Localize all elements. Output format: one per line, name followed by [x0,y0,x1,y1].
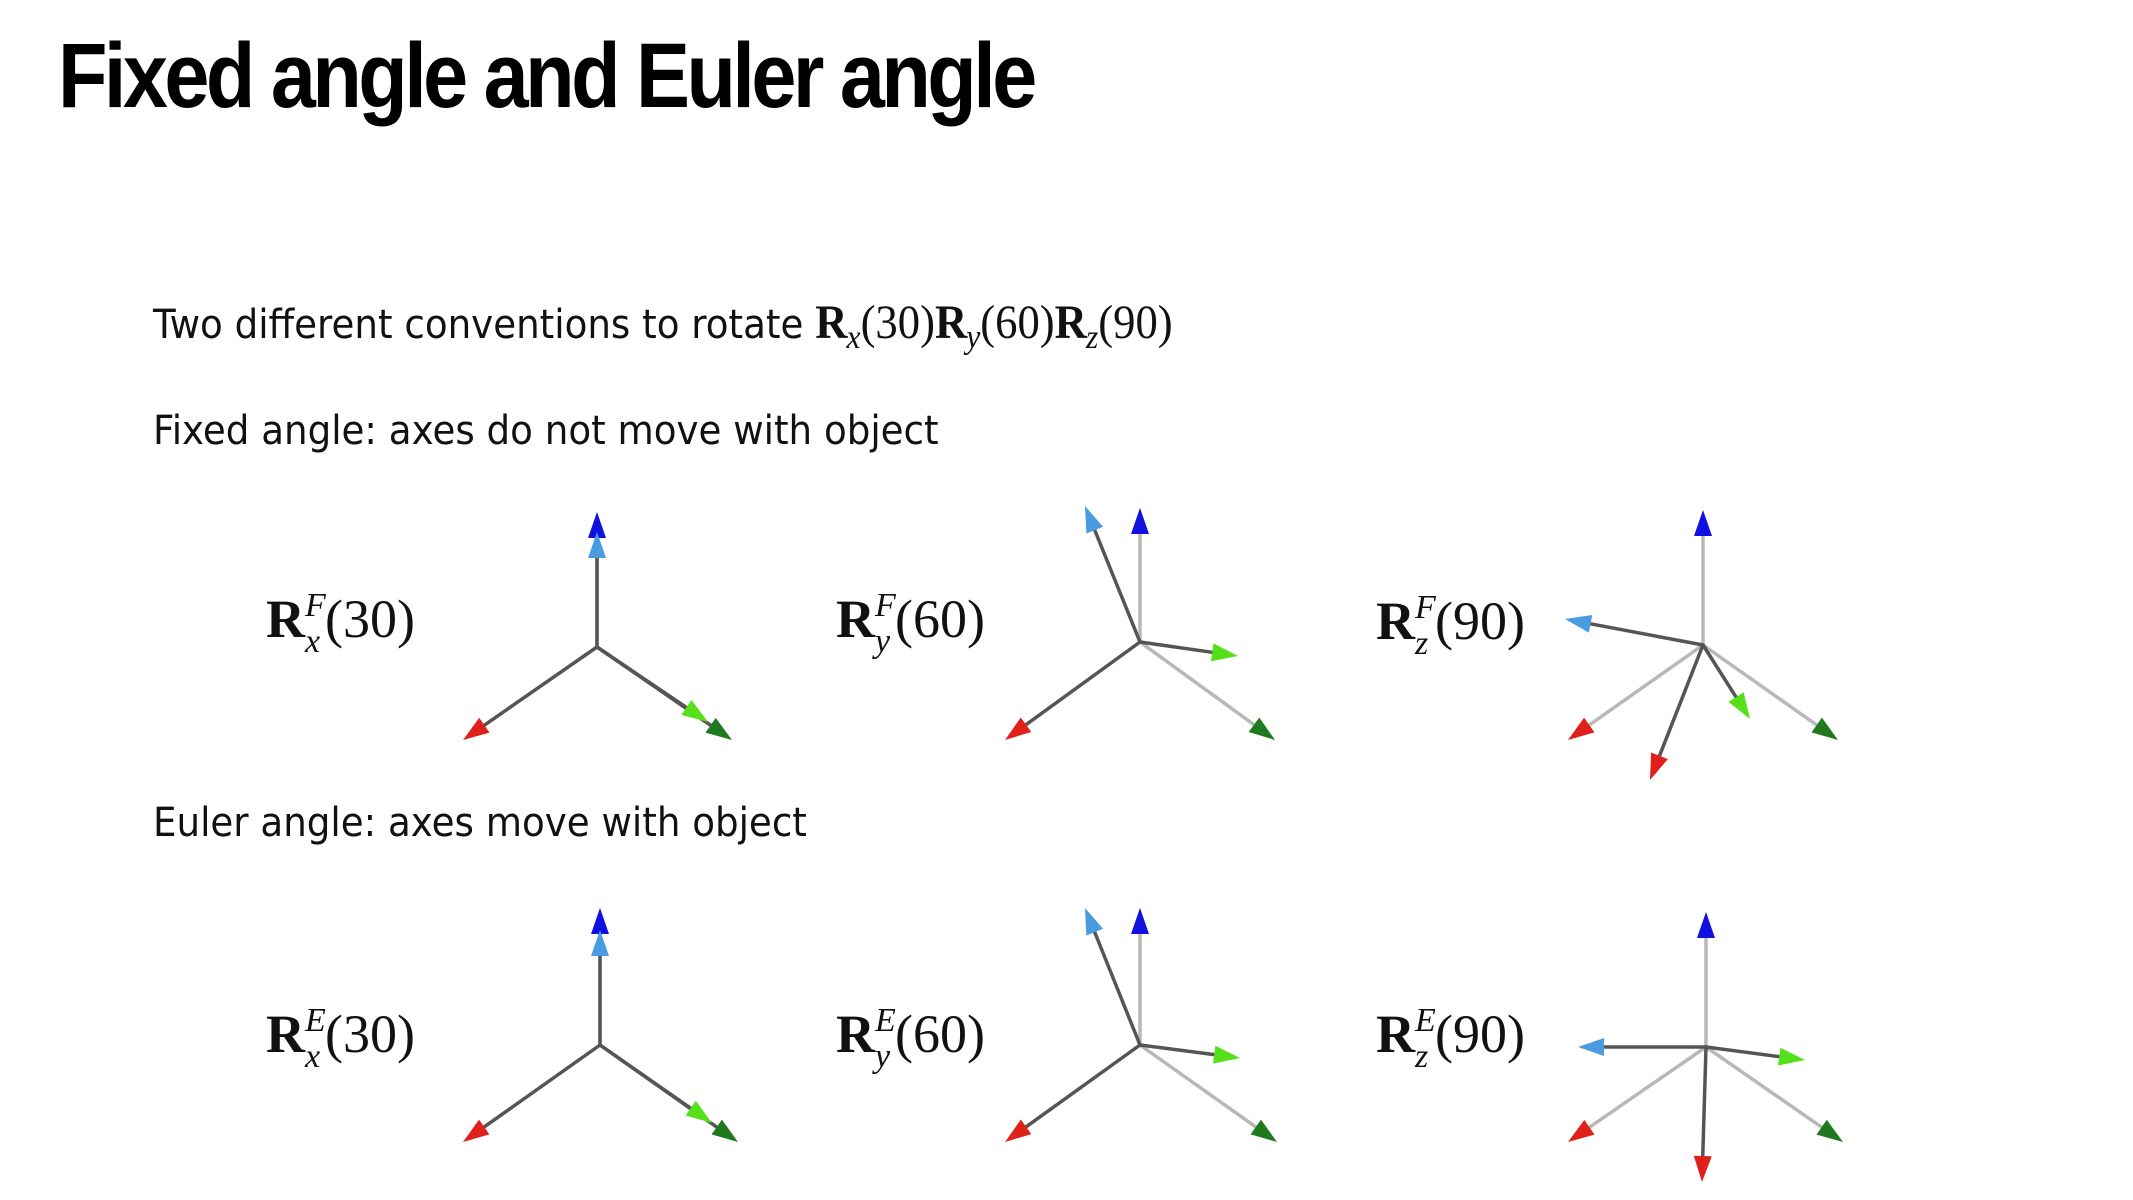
rz-symbol: R [1054,296,1087,349]
euler-rx-rot-z-axis [591,930,609,1047]
euler-rx-rot-y-axis [598,1043,712,1123]
fixed-rz-z-axis [1694,510,1712,647]
rz-subscript: z [1085,319,1099,356]
euler-rz-z-axis [1697,912,1715,1049]
euler-ry-rot-z-axis [1085,908,1142,1047]
fixed-rx-rot-y-axis [595,645,708,722]
page-title: Fixed angle and Euler angle [58,25,1037,127]
fixed-angle-heading: Fixed angle: axes do not move with objec… [153,408,939,454]
euler-ry-rot-y-axis [1138,1043,1240,1064]
ry-arg: (60) [980,296,1055,349]
intro-text: Two different conventions to rotate [153,302,816,348]
fixed-ry-y-axis [1138,640,1275,740]
fixed-ry-rot-z-axis [1085,506,1142,644]
euler-angle-heading: Euler angle: axes move with object [153,800,807,846]
rz-arg: (90) [1098,296,1173,349]
euler-ry-y-axis [1138,1043,1277,1142]
fixed-rx-x-axis [463,645,599,740]
euler-rz-rot-y-axis [1704,1045,1805,1066]
fixed-rz-rot-z-axis [1565,614,1705,647]
fixed-rz-rot-x-axis [1650,643,1705,780]
ry-subscript: y [966,319,981,356]
fixed-rz-rot-y-axis [1701,643,1750,719]
fixed-rz-y-axis [1701,643,1838,740]
euler-rz-rot-x-axis [1693,1045,1712,1182]
euler-rz-rot-z-axis [1578,1038,1708,1056]
rx-arg: (30) [860,296,935,349]
intro-line: Two different conventions to rotate Rx(3… [153,295,1173,357]
rx-subscript: x [846,319,861,356]
fixed-ry-x-axis [1005,640,1142,740]
euler-ry-x-axis [1005,1043,1142,1142]
euler-ry-z-axis [1131,908,1149,1047]
fixed-rx-rot-z-axis [588,532,606,649]
fixed-ry-rot-y-axis [1138,640,1238,662]
rx-symbol: R [815,296,848,349]
euler-rz-y-axis [1704,1045,1843,1142]
ry-symbol: R [934,296,968,349]
rotation-expression: Rx(30)Ry(60)Rz(90) [815,296,1173,356]
euler-rz-x-axis [1568,1045,1708,1142]
euler-rx-x-axis [463,1043,602,1142]
fixed-rz-x-axis [1568,643,1705,740]
fixed-ry-z-axis [1131,508,1149,644]
